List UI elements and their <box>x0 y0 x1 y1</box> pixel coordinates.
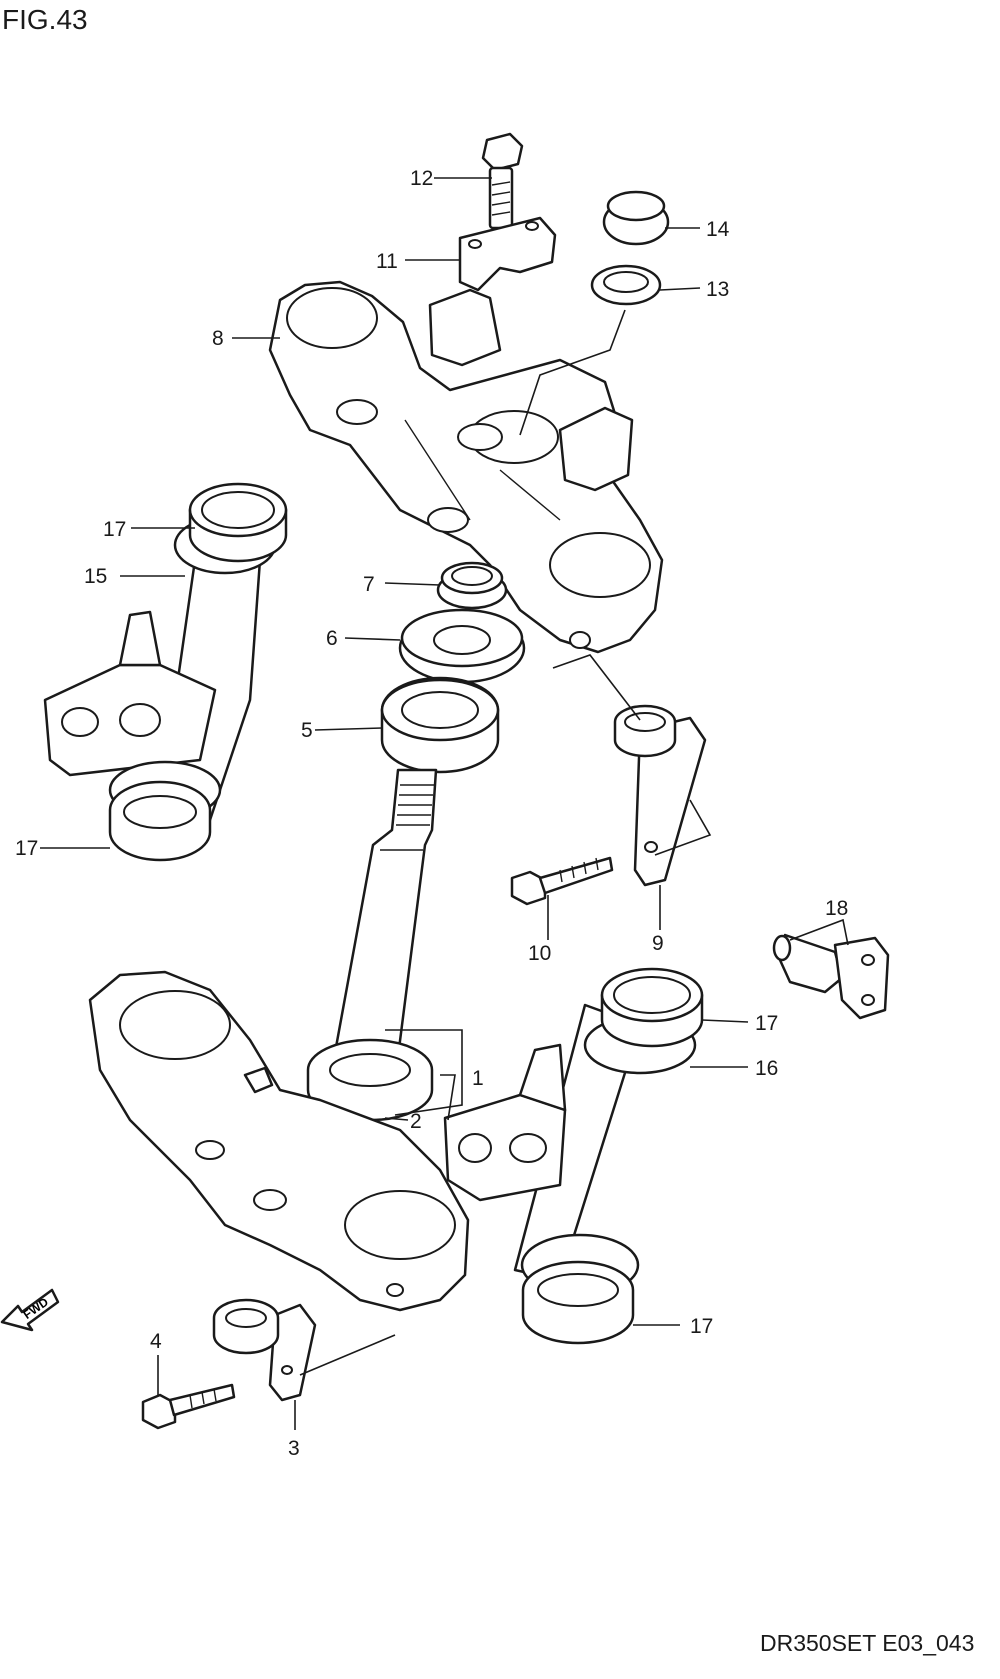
callout-17c: 17 <box>755 1012 778 1035</box>
leader-lines <box>40 177 849 1430</box>
callout-15: 15 <box>84 565 107 588</box>
callout-4: 4 <box>150 1330 162 1353</box>
part-9-cable-guide <box>613 704 712 887</box>
callout-12: 12 <box>410 167 433 190</box>
callout-5: 5 <box>301 719 313 742</box>
callout-17a: 17 <box>103 518 126 541</box>
callout-8: 8 <box>212 327 224 350</box>
part-12-bolt <box>481 132 524 230</box>
callout-18: 18 <box>825 897 848 920</box>
part-10-bolt <box>510 856 614 906</box>
callout-17d: 17 <box>690 1315 713 1338</box>
callout-7: 7 <box>363 573 375 596</box>
part-5-bearing <box>380 676 500 774</box>
part-1-steering-stem <box>328 768 438 1082</box>
part-6-washer <box>398 608 526 684</box>
part-17-seal-upper-right <box>600 967 704 1048</box>
part-2-lower-bearing <box>306 1038 434 1122</box>
callout-6: 6 <box>326 627 338 650</box>
figure-code: DR350SET E03_043 <box>760 1630 975 1656</box>
part-3-bracket <box>212 1298 317 1402</box>
part-11-handlebar-holder <box>458 216 557 292</box>
callout-10: 10 <box>528 942 551 965</box>
callout-9: 9 <box>652 932 664 955</box>
part-7-steering-nut <box>436 561 508 610</box>
lower-bracket <box>88 970 470 1312</box>
fwd-direction-arrow: FWD <box>0 1288 60 1332</box>
part-14-cap <box>602 190 670 246</box>
callout-2: 2 <box>410 1110 422 1133</box>
part-13-washer <box>590 264 662 306</box>
callout-1: 1 <box>472 1067 484 1090</box>
callout-17b: 17 <box>15 837 38 860</box>
callout-16: 16 <box>755 1057 778 1080</box>
callout-3: 3 <box>288 1437 300 1460</box>
figure-title: FIG.43 <box>2 4 88 35</box>
part-8-upper-bracket <box>268 280 664 654</box>
part-17-seal-upper-left <box>188 482 288 563</box>
callout-13: 13 <box>706 278 729 301</box>
part-17-seal-lower-right <box>520 1233 640 1345</box>
part-4-bolt <box>141 1383 236 1430</box>
callout-11: 11 <box>376 250 398 273</box>
callout-14: 14 <box>706 218 730 241</box>
part-17-seal-lower-left <box>108 760 222 862</box>
callout-labels: 12 11 14 13 8 7 6 5 17 15 17 10 9 18 17 … <box>15 167 848 1460</box>
part-18-cylinder <box>772 933 890 1020</box>
